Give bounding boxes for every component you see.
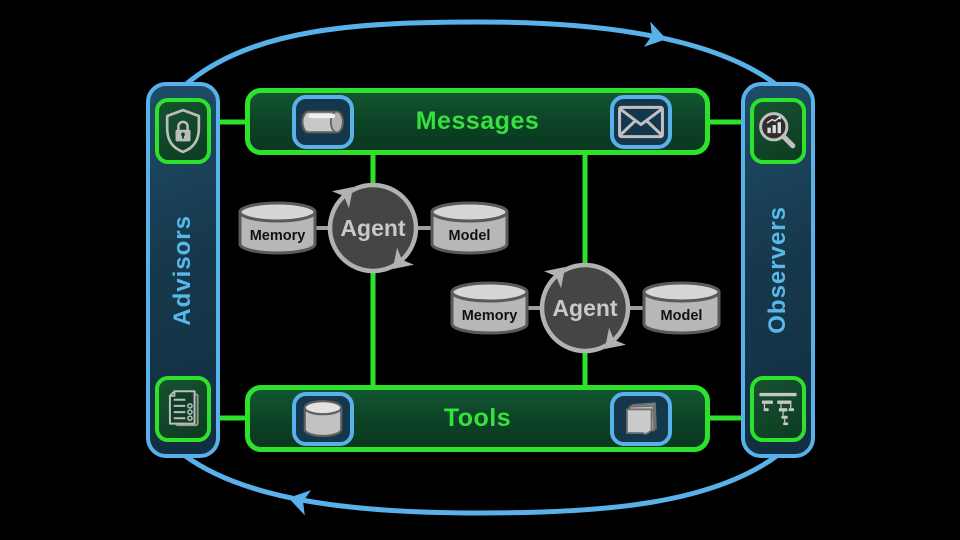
- model-cylinder: Model: [642, 281, 721, 335]
- cycle-arrows-icon: [392, 247, 415, 270]
- agent-cluster-1: Memory Agent Model: [238, 182, 509, 274]
- agent-cluster-2: Memory Agent Model: [450, 262, 721, 354]
- cycle-arrows-icon: [331, 186, 354, 209]
- cycle-arrows-icon: [604, 327, 627, 350]
- documents-stack-icon-box: [610, 391, 672, 446]
- cycle-arrows-icon: [543, 266, 566, 289]
- message-queue-icon: [301, 110, 344, 133]
- cycle-arc-top: [181, 19, 781, 89]
- observers-label: Observers: [764, 206, 791, 334]
- shield-lock-icon: [165, 108, 201, 154]
- trace-spans-icon-box: [750, 376, 806, 442]
- agent-label: Agent: [340, 215, 406, 241]
- envelope-icon: [618, 105, 664, 138]
- memory-cylinder: Memory: [450, 281, 529, 335]
- advisors-label: Advisors: [169, 214, 196, 326]
- envelope-icon-box: [610, 94, 672, 149]
- agent-circle: Agent: [539, 262, 631, 354]
- model-cylinder: Model: [430, 201, 509, 255]
- chart-magnifier-icon: [759, 112, 796, 149]
- model-label: Model: [661, 308, 703, 324]
- agent-circle: Agent: [327, 182, 419, 274]
- checklist-icon: [168, 390, 199, 427]
- shield-lock-icon-box: [155, 98, 211, 164]
- message-queue-icon-box: [292, 94, 354, 149]
- tools-bus: Tools: [245, 385, 710, 452]
- memory-label: Memory: [462, 308, 518, 324]
- observers-bar: Observers: [741, 82, 815, 458]
- documents-stack-icon: [626, 401, 657, 435]
- cycle-arrow-top-icon: [643, 21, 667, 47]
- model-label: Model: [449, 228, 491, 244]
- database-icon: [303, 399, 343, 437]
- memory-cylinder: Memory: [238, 201, 317, 255]
- database-icon-box: [292, 391, 354, 446]
- trace-spans-icon: [759, 392, 797, 426]
- messages-label: Messages: [415, 107, 540, 135]
- checklist-icon-box: [155, 375, 211, 442]
- cycle-arrow-bottom-icon: [288, 490, 312, 516]
- memory-label: Memory: [250, 228, 306, 244]
- tools-label: Tools: [443, 404, 512, 432]
- agent-label: Agent: [552, 295, 618, 321]
- chart-magnifier-icon-box: [750, 98, 806, 164]
- messages-bus: Messages: [245, 88, 710, 155]
- cycle-arc-bottom: [181, 452, 781, 516]
- advisors-bar: Advisors: [146, 82, 220, 458]
